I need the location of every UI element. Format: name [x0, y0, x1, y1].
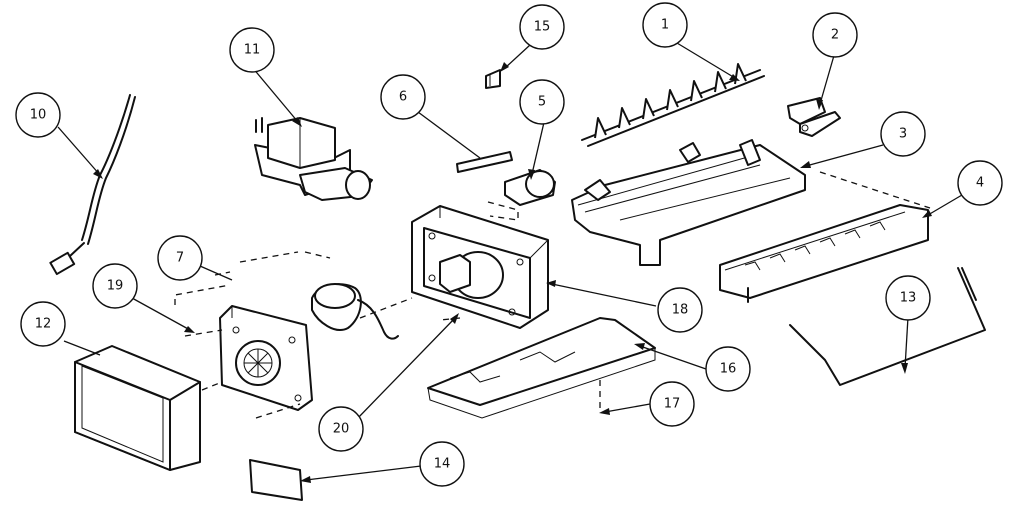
callout-label: 15: [534, 20, 551, 35]
callout-label: 20: [333, 422, 350, 437]
callout-10: 10: [15, 92, 61, 138]
callout-19: 19: [92, 263, 138, 309]
part-motor-cap: [504, 169, 556, 206]
part-drive-motor: [219, 305, 313, 411]
callout-16: 16: [705, 346, 751, 392]
callout-label: 2: [831, 28, 839, 43]
callout-label: 12: [35, 317, 52, 332]
callout-label: 18: [672, 303, 689, 318]
callout-5: 5: [519, 79, 565, 125]
part-water-valve: [254, 117, 373, 201]
callout-12: 12: [20, 301, 66, 347]
callout-label: 19: [107, 279, 124, 294]
callout-20: 20: [318, 406, 364, 452]
callout-label: 10: [30, 108, 47, 123]
callout-label: 16: [720, 362, 737, 377]
callout-label: 13: [900, 291, 917, 306]
callout-6: 6: [380, 74, 426, 120]
part-strip: [456, 151, 513, 173]
part-housing: [411, 205, 549, 329]
part-ice-mold: [571, 139, 806, 266]
part-bracket: [787, 97, 841, 137]
assembly-lines: [174, 171, 931, 419]
callout-label: 17: [664, 397, 681, 412]
callout-11: 11: [229, 27, 275, 73]
callout-label: 3: [899, 127, 907, 142]
callout-3: 3: [880, 111, 926, 157]
callout-label: 11: [244, 43, 261, 58]
callout-label: 6: [399, 90, 407, 105]
part-clip: [485, 69, 501, 89]
callout-15: 15: [519, 4, 565, 50]
part-stripper: [719, 204, 929, 303]
part-mounting-plate: [427, 317, 656, 419]
part-thermostat: [311, 283, 399, 340]
callout-label: 4: [976, 176, 984, 191]
part-label: [249, 459, 303, 501]
callout-17: 17: [649, 381, 695, 427]
callout-7: 7: [157, 235, 203, 281]
callout-4: 4: [957, 160, 1003, 206]
part-power-cord: [49, 94, 136, 276]
leader-lines: [57, 39, 963, 483]
callout-label: 7: [176, 251, 184, 266]
callout-13: 13: [885, 275, 931, 321]
callout-label: 14: [434, 457, 451, 472]
part-front-cover: [74, 345, 201, 471]
callout-1: 1: [642, 2, 688, 48]
callout-14: 14: [419, 441, 465, 487]
callout-label: 1: [661, 18, 669, 33]
part-ejector: [581, 63, 765, 147]
callout-18: 18: [657, 287, 703, 333]
part-shutoff-arm: [789, 267, 986, 386]
callout-2: 2: [812, 12, 858, 58]
callout-label: 5: [538, 95, 546, 110]
